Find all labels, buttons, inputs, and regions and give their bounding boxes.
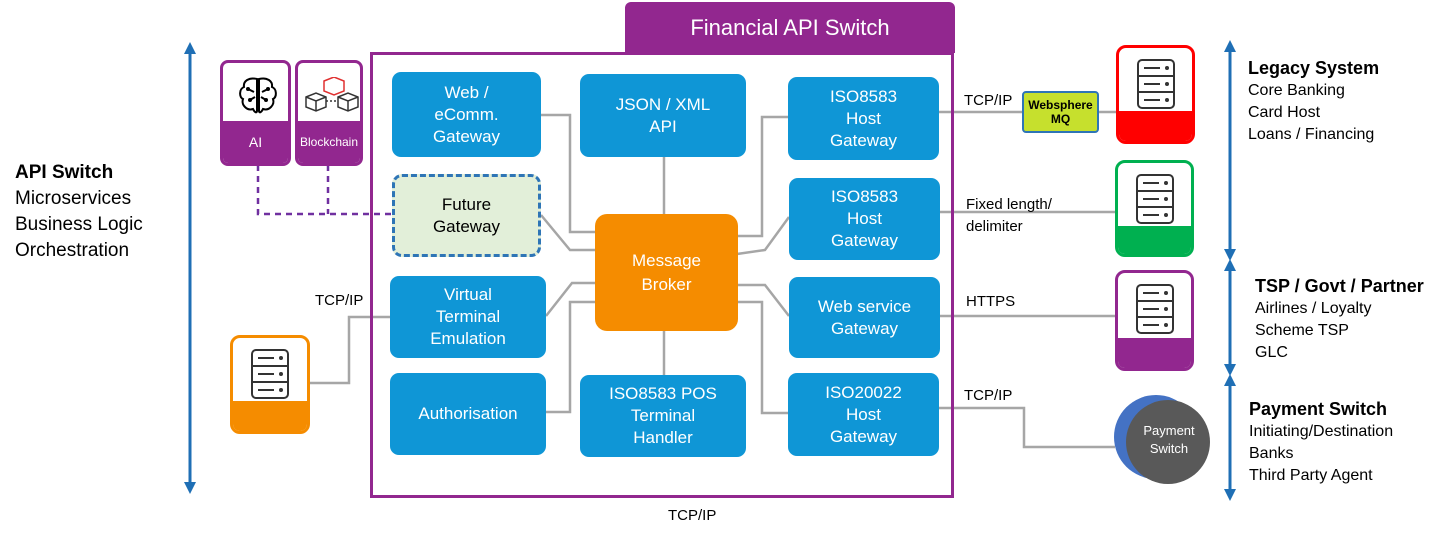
financial-api-switch-frame [370,52,954,498]
legacy-item: Core Banking [1248,82,1345,99]
blockchain-icon [305,77,359,112]
web-service-gateway: Web service Gateway [789,277,940,358]
iso8583-host-gateway-2: ISO8583 Host Gateway [789,178,940,260]
tsp-item: GLC [1255,344,1288,361]
api-switch-item: Orchestration [15,240,130,261]
api-switch-title: API Switch [15,162,114,183]
server-icon [251,349,289,399]
json-xml-api: JSON / XML API [580,74,746,157]
payment-item: Third Party Agent [1249,467,1373,484]
server-icon [1135,174,1174,224]
tcpip-label: TCP/IP [964,92,1013,109]
brain-icon [239,77,277,114]
legacy-item: Card Host [1248,104,1321,121]
line-vte-broker [545,281,598,317]
tsp-group: TSP / Govt / Partner Airlines / Loyalty … [1255,274,1424,364]
blockchain-tile: Blockchain [295,60,363,166]
line-iso2-broker [736,216,791,256]
tsp-server [1115,270,1194,371]
web-ecomm-gateway: Web / eComm. Gateway [392,72,541,157]
iso8583-host-gateway-1: ISO8583 Host Gateway [788,77,939,160]
tsp-title: TSP / Govt / Partner [1255,276,1424,296]
fixed-length-label: Fixed length/ delimiter [966,196,1052,235]
legacy-item: Loans / Financing [1248,126,1375,143]
ai-tile: AI [220,60,291,166]
line-future-broker [540,214,598,252]
tcpip-label: TCP/IP [668,507,717,524]
legacy-system-group: Legacy System Core Banking Card Host Loa… [1248,56,1379,146]
ai-label: AI [223,121,288,163]
legacy-system-title: Legacy System [1248,58,1380,78]
iso20022-host-gateway: ISO20022 Host Gateway [788,373,939,456]
tcpip-label: TCP/IP [964,387,1013,404]
websphere-mq-box: Websphere MQ [1022,91,1099,133]
tsp-item: Scheme TSP [1255,322,1349,339]
payment-switch-label: Payment Switch [1143,423,1195,456]
api-switch-panel: API Switch Microservices Business Logic … [15,160,143,264]
line-iso20022-broker [737,300,788,415]
line-auth-broker [546,300,598,414]
tcpip-label: TCP/IP [315,292,364,309]
terminal-server [230,335,310,434]
line-vte-orange [310,315,390,385]
legacy-server [1116,45,1195,144]
server-icon [1135,284,1174,334]
line-iso1-broker [737,115,788,238]
payment-switch-group: Payment Switch Initiating/Destination Ba… [1249,397,1393,487]
fixed-length-server [1115,160,1194,257]
payment-switch-icon [1114,395,1210,484]
future-gateway: Future Gateway [392,174,541,257]
message-broker: Message Broker [595,214,738,331]
api-switch-item: Business Logic [15,214,143,235]
line-web-broker [541,113,598,234]
authorisation-box: Authorisation [390,373,546,455]
payment-item: Initiating/Destination [1249,423,1394,440]
payment-switch-title: Payment Switch [1249,399,1388,419]
iso8583-pos-terminal-handler: ISO8583 POS Terminal Handler [580,375,746,457]
https-label: HTTPS [966,293,1016,310]
line-iso20022-payment [938,406,1115,449]
diagram-title: Financial API Switch [625,2,955,53]
tsp-item: Airlines / Loyalty [1255,300,1372,317]
dashed-ai-future [256,165,393,216]
blockchain-label: Blockchain [298,121,360,163]
api-switch-item: Microservices [15,188,132,209]
payment-item: Banks [1249,445,1294,462]
server-icon [1136,59,1175,109]
virtual-terminal-emulation: Virtual Terminal Emulation [390,276,546,358]
line-ws-broker [737,283,790,317]
